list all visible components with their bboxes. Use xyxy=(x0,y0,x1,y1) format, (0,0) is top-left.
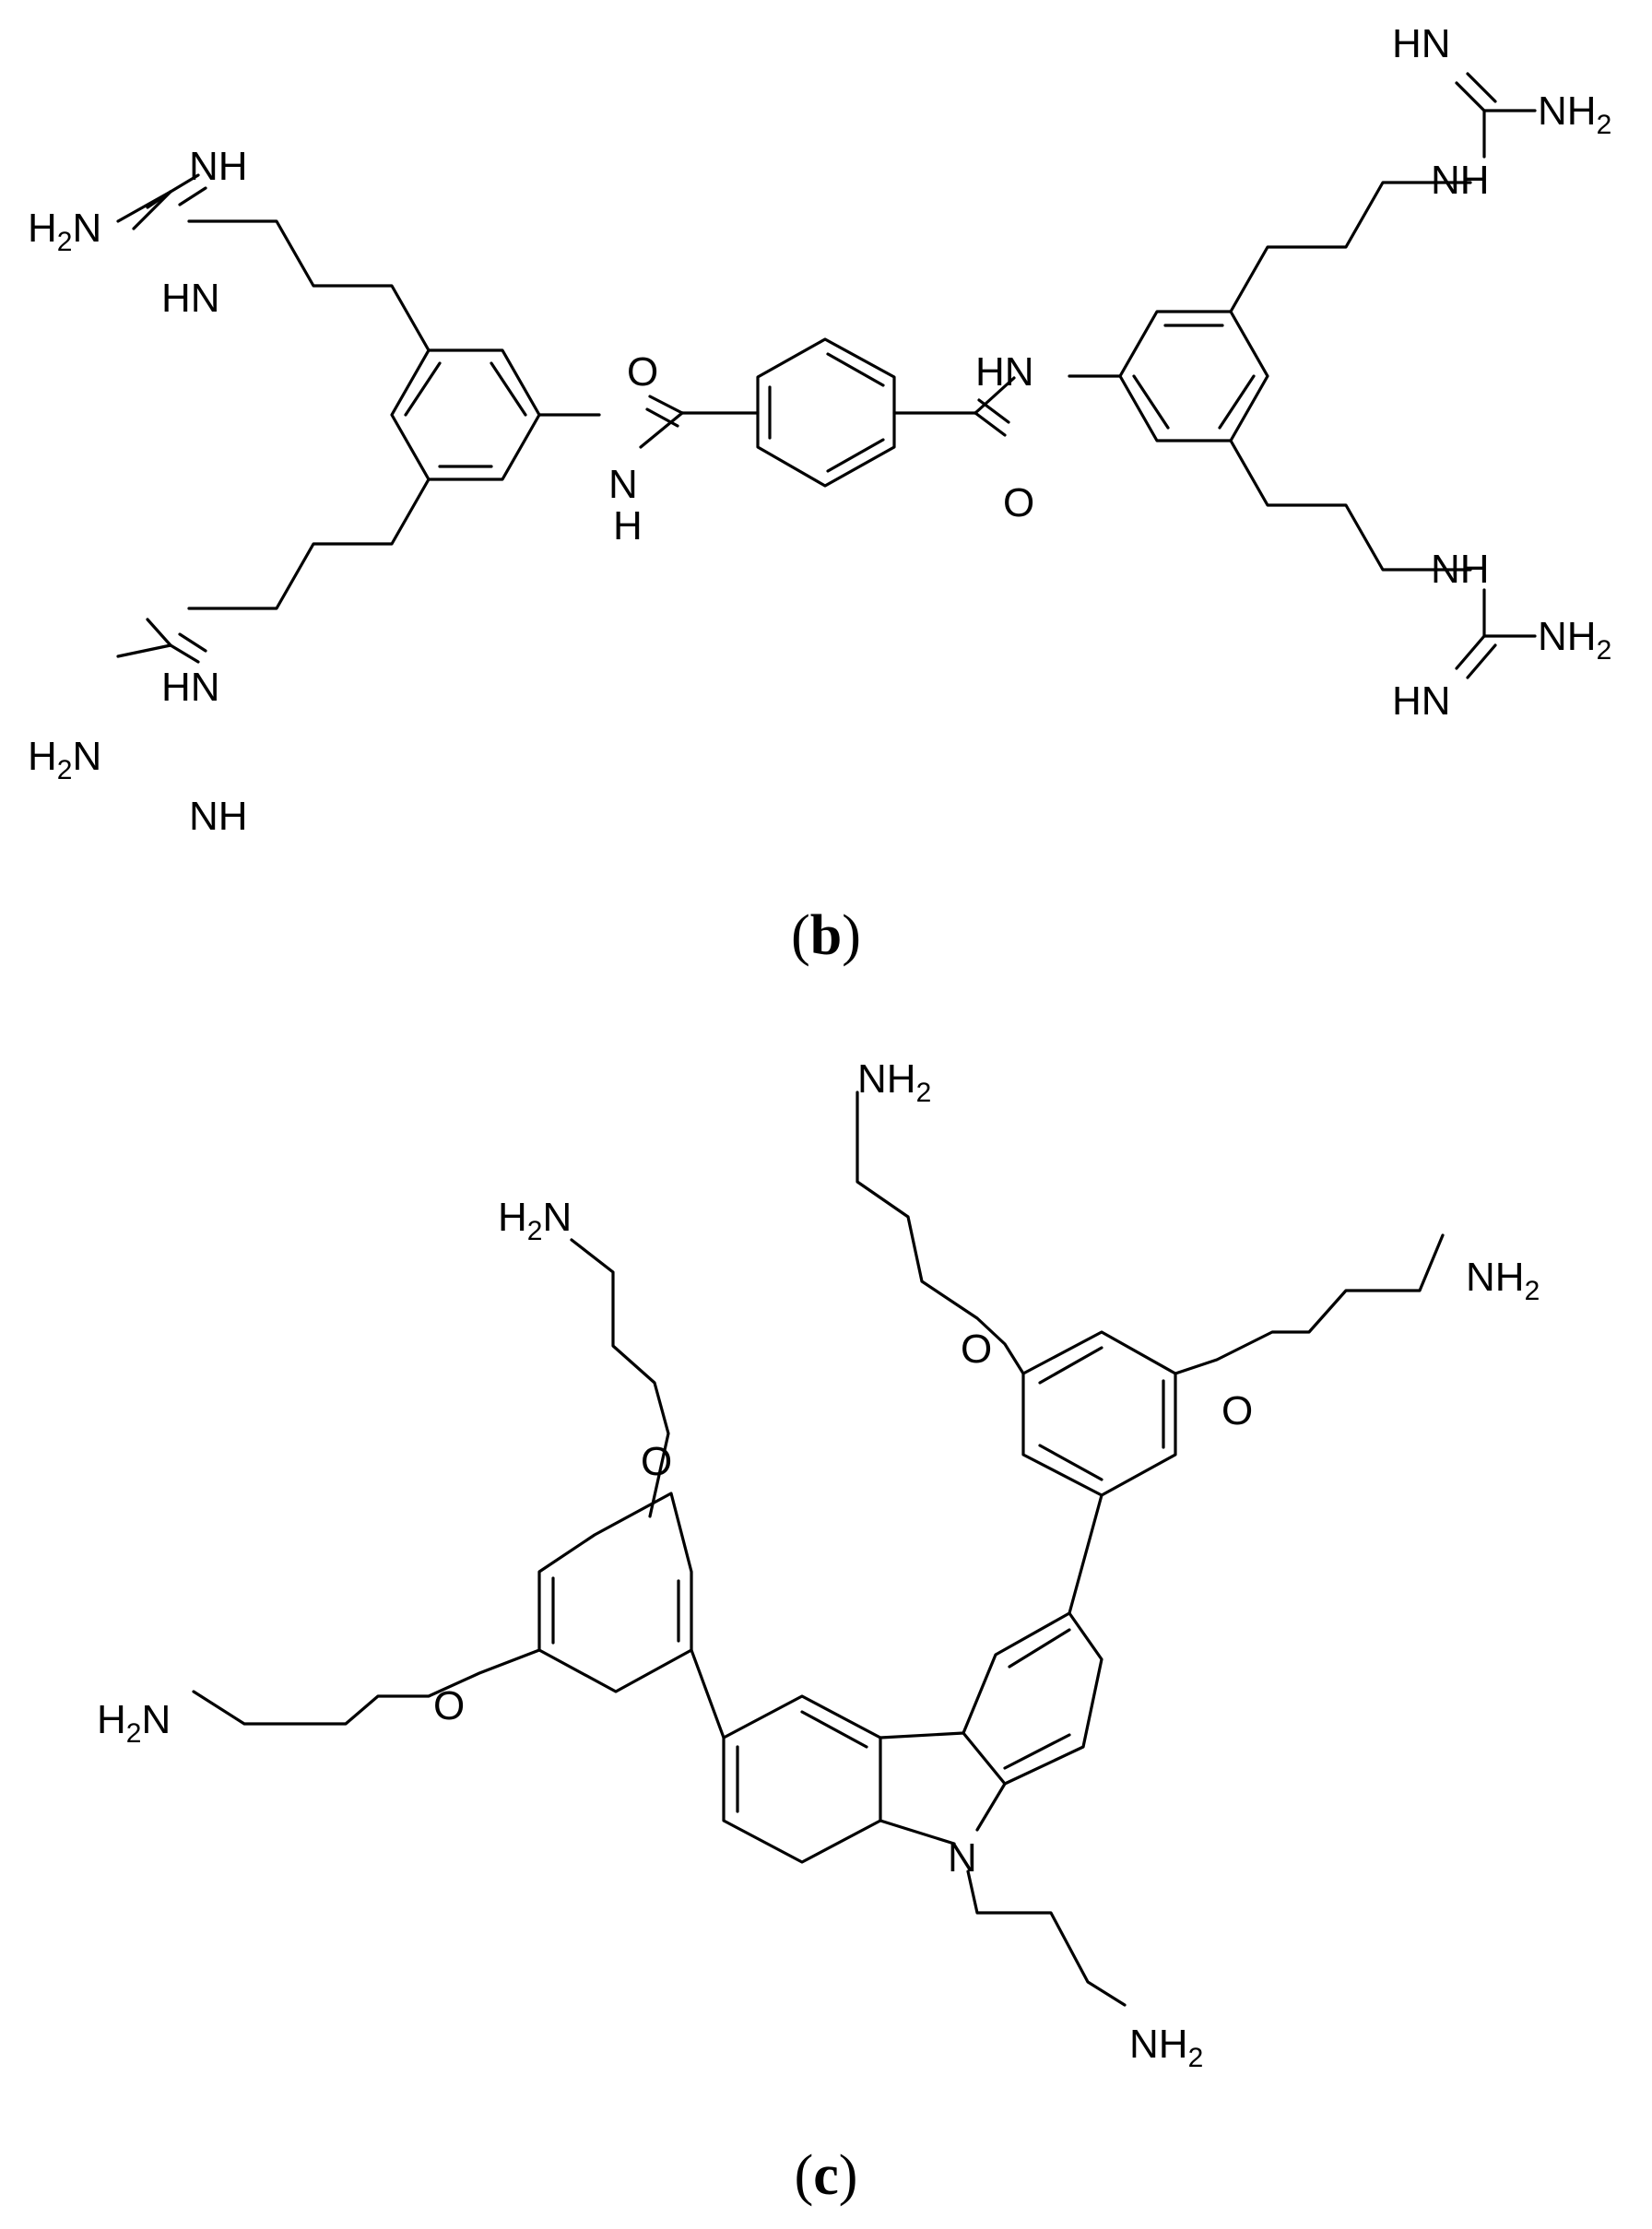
atom-label: H2N xyxy=(28,206,101,257)
atom-label: NH2 xyxy=(1538,88,1611,140)
atom-label: N xyxy=(608,462,638,507)
atom-label: NH2 xyxy=(1466,1255,1540,1306)
left-amide-group xyxy=(639,395,760,449)
atom-label: NH2 xyxy=(1538,614,1611,666)
biaryl-bond-left xyxy=(690,1648,726,1740)
atom-label: NH2 xyxy=(1129,2022,1203,2073)
atom-label: NH xyxy=(189,144,248,189)
left-upper-propyl xyxy=(187,219,431,352)
atom-label: O xyxy=(433,1683,465,1728)
left-ring-side-chain xyxy=(192,1648,541,1726)
atom-label: H2N xyxy=(97,1697,171,1749)
atom-label: O xyxy=(1003,480,1034,525)
guanidine-bottom-right xyxy=(1455,588,1537,679)
upper-right-ring-top-chain xyxy=(856,1091,1025,1375)
atom-label: HN xyxy=(1392,21,1451,66)
left-lower-propyl xyxy=(187,478,431,610)
atom-label: H2N xyxy=(28,734,101,785)
left-aryl-ring-c xyxy=(537,1492,693,1693)
atom-label: O xyxy=(1221,1388,1253,1433)
atom-label: NH xyxy=(1431,547,1490,592)
atom-label: O xyxy=(641,1439,672,1484)
upper-right-ring-side-chain xyxy=(1174,1233,1445,1375)
right-upper-propyl xyxy=(1229,181,1472,313)
guanidine-bottom-left xyxy=(116,618,207,664)
panel-c-label: (c) xyxy=(795,2144,858,2207)
atom-label: O xyxy=(627,349,658,395)
atom-label: N xyxy=(948,1835,977,1881)
panel-c-structure: NH2 H2N NH2 O O O O H2N N NH2 (c) xyxy=(97,1056,1540,2207)
carbazole-core xyxy=(722,1611,1103,1864)
atom-label: NH xyxy=(1431,158,1490,203)
panel-b-label: (b) xyxy=(791,904,861,967)
atom-label: HN xyxy=(975,349,1034,395)
atom-label: NH xyxy=(189,794,248,839)
atom-label: H xyxy=(613,503,643,548)
atom-label: HN xyxy=(161,276,220,321)
panel-b-structure: NH H2N HN HN H2N NH O N H HN O HN NH2 NH… xyxy=(28,21,1611,967)
atom-label: HN xyxy=(161,665,220,710)
atom-label: HN xyxy=(1392,678,1451,724)
guanidine-top-left xyxy=(116,173,207,230)
right-lower-propyl xyxy=(1229,439,1472,572)
biaryl-bond-right xyxy=(1068,1493,1103,1615)
atom-label: O xyxy=(961,1327,992,1372)
atom-label: NH2 xyxy=(857,1056,931,1108)
upper-right-aryl-ring xyxy=(1021,1330,1177,1497)
left-aryl-ring xyxy=(390,348,601,481)
left-ring-top-chain xyxy=(570,1238,670,1518)
guanidine-top-right xyxy=(1455,72,1537,159)
central-benzene-ring xyxy=(756,337,896,488)
right-amide-group xyxy=(892,376,1016,437)
right-aryl-ring xyxy=(1068,310,1269,442)
atom-label: H2N xyxy=(498,1195,572,1246)
n-propyl-chain xyxy=(966,1869,1127,2007)
